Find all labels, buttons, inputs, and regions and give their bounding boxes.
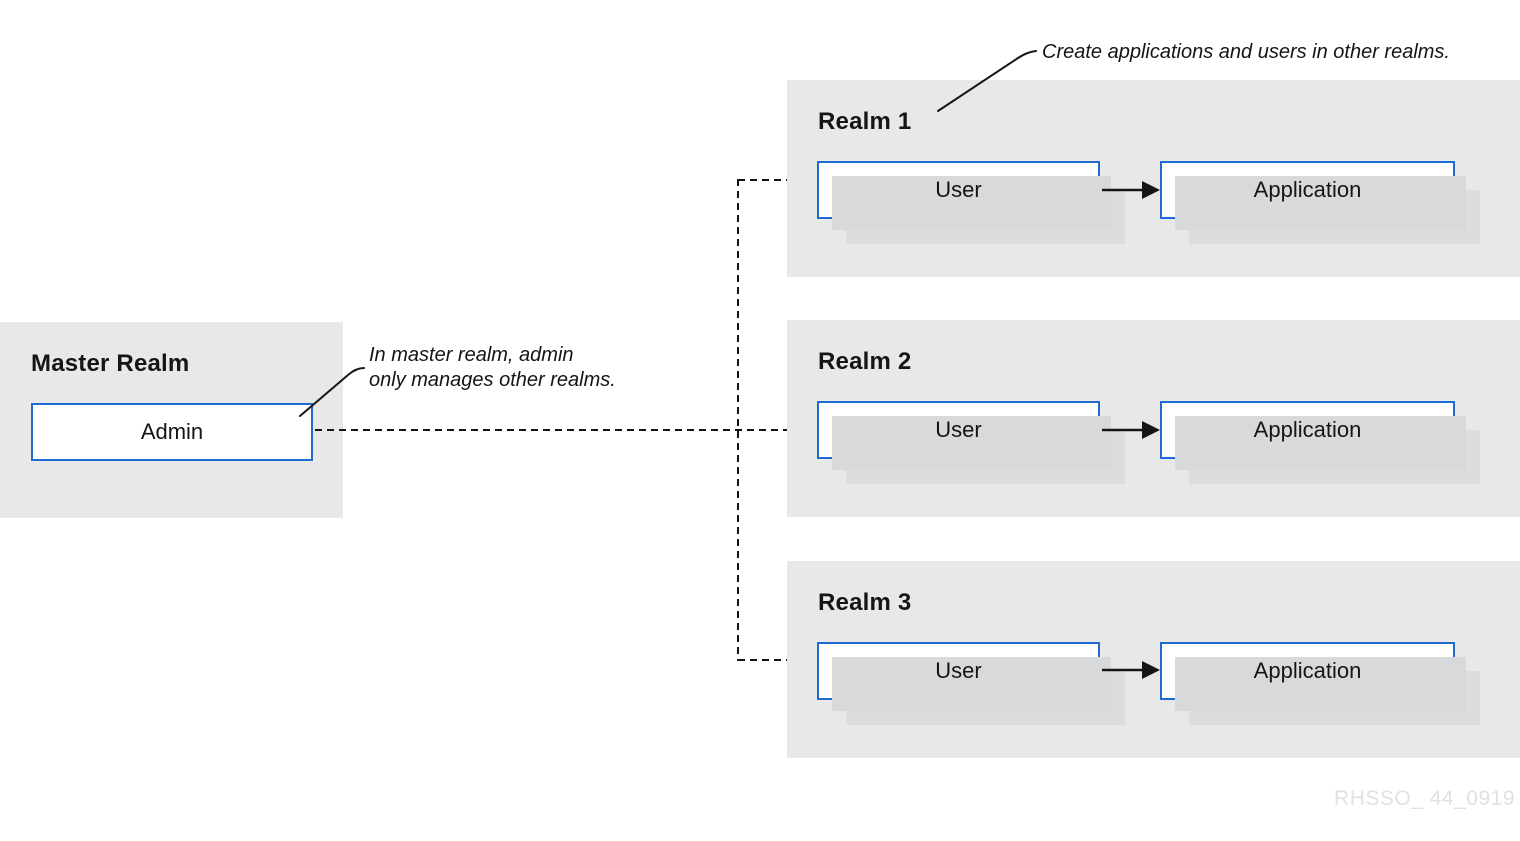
realm-2-user-box: User [817, 401, 1125, 484]
user-box-label: User [935, 177, 982, 202]
realm-1-panel: Realm 1 User Application [787, 80, 1520, 277]
realm-3-panel: Realm 3 User Application [787, 561, 1520, 758]
realm-3-user-box: User [817, 642, 1125, 725]
master-annotation: In master realm, admin only manages othe… [369, 343, 616, 393]
realm-3-title: Realm 3 [818, 589, 912, 616]
realm-1-application-box: Application [1160, 161, 1480, 244]
realm-2-application-box: Application [1160, 401, 1480, 484]
master-annotation-line1: In master realm, admin [369, 344, 574, 366]
realm-3-application-box: Application [1160, 642, 1480, 725]
master-realm-panel: Master Realm Admin [0, 322, 343, 518]
admin-box: Admin [31, 403, 313, 461]
application-box-label: Application [1253, 417, 1362, 442]
watermark: RHSSO_ 44_0919 [1334, 787, 1515, 810]
admin-box-label: Admin [140, 419, 204, 444]
master-realm-title: Master Realm [31, 350, 190, 377]
user-box-label: User [935, 658, 982, 683]
master-annotation-line2: only manages other realms. [369, 369, 616, 391]
realm-2-title: Realm 2 [818, 348, 912, 375]
realm-1-title: Realm 1 [818, 108, 912, 135]
realm-2-panel: Realm 2 User Application [787, 320, 1520, 517]
realm-1-user-box: User [817, 161, 1125, 244]
application-box-label: Application [1253, 177, 1362, 202]
user-box-label: User [935, 417, 982, 442]
top-annotation: Create applications and users in other r… [1042, 41, 1450, 63]
application-box-label: Application [1253, 658, 1362, 683]
